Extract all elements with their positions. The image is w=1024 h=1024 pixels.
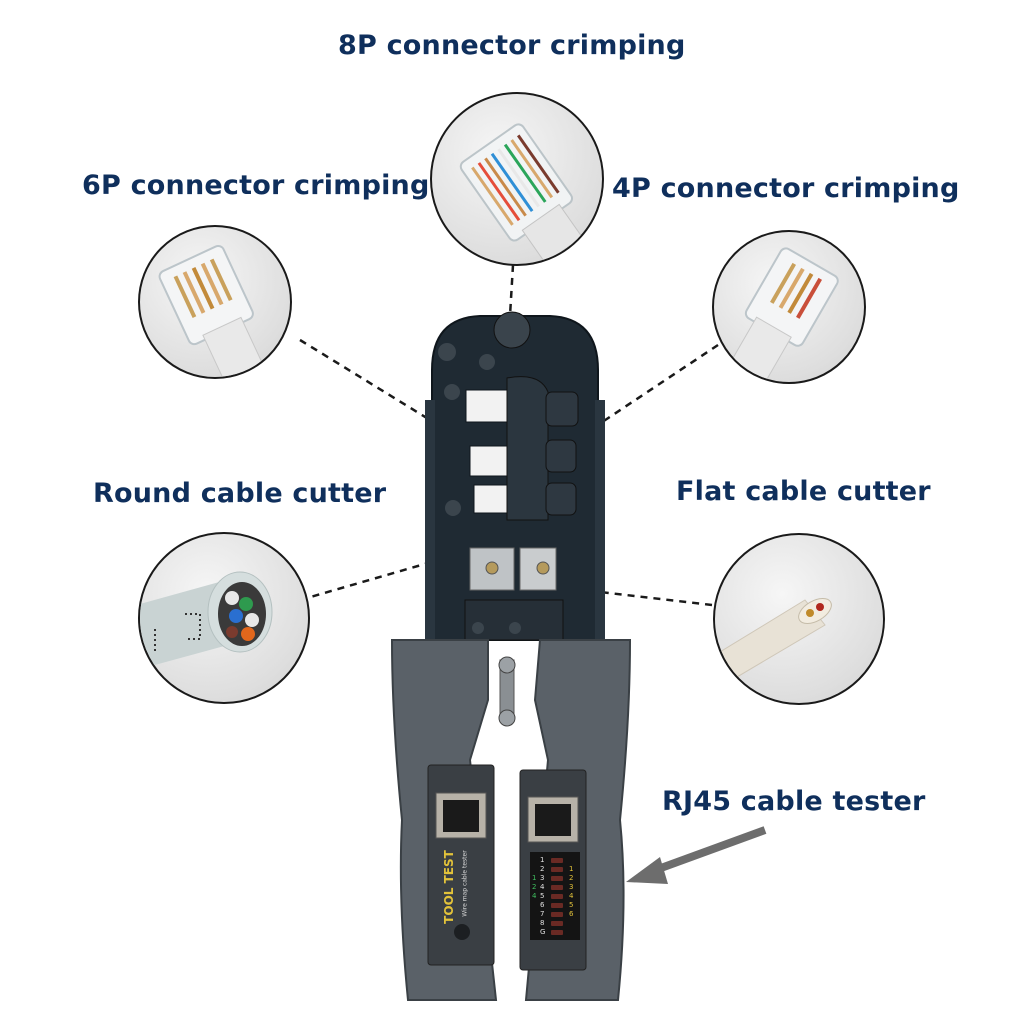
lock-pivot (498, 656, 516, 674)
rivet (445, 500, 461, 516)
die-block (506, 376, 549, 521)
led-indicator (551, 912, 563, 917)
rj45-8p-connector-icon (459, 123, 583, 264)
led-number: 4 (532, 892, 537, 900)
lower-plate (464, 599, 564, 641)
label-4p-crimping: 4P connector crimping (612, 173, 960, 204)
circle-6p-connector (138, 225, 292, 379)
rivet (444, 384, 460, 400)
led-indicator (551, 858, 563, 863)
rivet (438, 343, 456, 361)
led-number: 8 (540, 919, 545, 927)
tool-side-plate-left (425, 400, 435, 640)
adjust-nut (545, 439, 577, 473)
led-number: 4 (569, 892, 574, 900)
led-number: 2 (532, 883, 537, 891)
led-number: 6 (569, 910, 574, 918)
led-number: 1 (532, 874, 537, 882)
flat-cable-icon (715, 598, 832, 691)
led-number: 4 (540, 883, 545, 891)
leader-4p (499, 343, 719, 492)
led-number: G (540, 928, 546, 936)
label-flat-cable-cutter: Flat cable cutter (676, 476, 931, 507)
rivet (509, 622, 521, 634)
circle-round-cable (138, 532, 310, 704)
led-number: 5 (569, 901, 574, 909)
blade-screw (485, 561, 499, 575)
led-indicator (551, 903, 563, 908)
rivet (472, 622, 484, 634)
label-round-cable-cutter: Round cable cutter (93, 478, 387, 509)
led-number: 3 (540, 874, 545, 882)
led-number: 3 (569, 883, 574, 891)
tester-brand-text: TOOL TEST (442, 850, 456, 924)
led-indicator (551, 921, 563, 926)
round-cable-icon (140, 571, 273, 669)
slot-6p (469, 445, 511, 477)
circle-flat-cable (713, 533, 885, 705)
circle-8p-connector (430, 92, 604, 266)
lock-pivot (498, 709, 516, 727)
leader-round-cutter (299, 538, 509, 602)
led-number: 6 (540, 901, 545, 909)
led-indicator (551, 930, 563, 935)
led-indicator (551, 867, 563, 872)
label-rj45-cable-tester: RJ45 cable tester (662, 786, 926, 817)
rj10-4p-connector-icon (728, 247, 839, 382)
led-number: 7 (540, 910, 545, 918)
rivet (479, 354, 495, 370)
led-number: 5 (540, 892, 545, 900)
circle-4p-connector (712, 230, 866, 384)
label-8p-crimping: 8P connector crimping (338, 30, 686, 61)
led-number: 1 (569, 865, 574, 873)
tool-side-plate-right (595, 400, 605, 640)
tester-arrow-icon (626, 826, 767, 884)
led-number: 2 (540, 865, 545, 873)
led-bars (551, 858, 563, 935)
led-indicator (551, 885, 563, 890)
test-button (454, 924, 470, 940)
slot-4p (473, 484, 509, 514)
adjust-nut (545, 482, 577, 516)
rj45-port-left-opening (443, 800, 479, 832)
adjust-nut (545, 391, 579, 427)
led-indicator (551, 894, 563, 899)
rj11-6p-connector-icon (158, 244, 265, 377)
label-6p-crimping: 6P connector crimping (82, 170, 430, 201)
rj45-port-right-opening (535, 804, 571, 836)
led-number: 1 (540, 856, 545, 864)
pivot-bolt (493, 311, 531, 349)
led-indicator (551, 876, 563, 881)
blade-screw (536, 561, 550, 575)
tester-sub-text: Wire map cable tester (461, 850, 469, 917)
slot-8p (465, 389, 511, 423)
led-number: 2 (569, 874, 574, 882)
